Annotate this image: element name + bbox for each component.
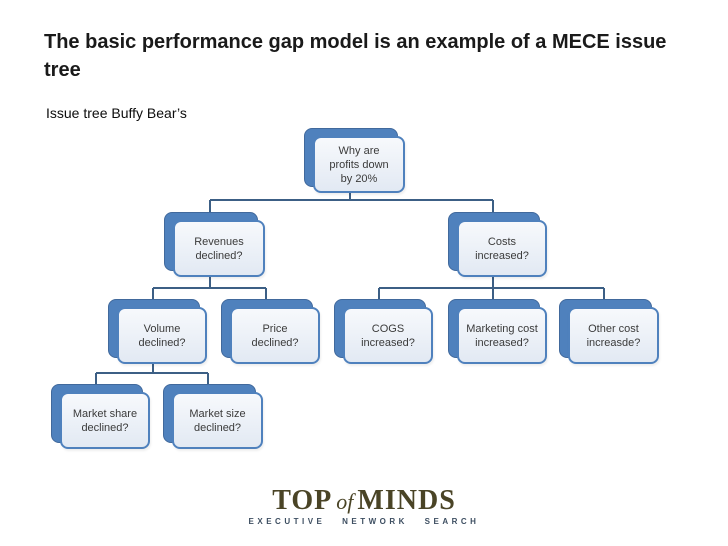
slide-title: The basic performance gap model is an ex… — [44, 31, 667, 81]
node-front-shape: Other cost increasde? — [568, 307, 659, 364]
node-front-shape: Marketing cost increased? — [457, 307, 547, 364]
tree-node-root: Why are profits down by 20% — [304, 128, 405, 193]
tree-node-market-size: Market size declined? — [163, 384, 263, 449]
node-front-shape: Volume declined? — [117, 307, 207, 364]
node-front-shape: Revenues declined? — [173, 220, 265, 277]
tree-node-other-cost: Other cost increasde? — [559, 299, 659, 364]
node-front-shape: COGS increased? — [343, 307, 433, 364]
logo-word-top: TOP — [272, 485, 333, 516]
node-label: Other cost increasde? — [586, 322, 641, 349]
node-label: Market size declined? — [189, 407, 246, 434]
slide-subtitle: Issue tree Buffy Bear’s — [46, 105, 187, 121]
logo-word-of: of — [336, 489, 354, 514]
logo-word-minds: MINDS — [357, 485, 456, 516]
tree-node-cogs: COGS increased? — [334, 299, 433, 364]
node-label: Market share declined? — [72, 407, 138, 434]
tree-node-revenues: Revenues declined? — [164, 212, 265, 277]
node-label: Volume declined? — [138, 322, 186, 349]
connector-root-to-level2 — [209, 193, 494, 212]
node-front-shape: Why are profits down by 20% — [313, 136, 405, 193]
node-front-shape: Market share declined? — [60, 392, 150, 449]
node-label: Costs increased? — [475, 235, 529, 262]
tree-node-marketing-cost: Marketing cost increased? — [448, 299, 547, 364]
node-front-shape: Market size declined? — [172, 392, 263, 449]
tree-node-price: Price declined? — [221, 299, 320, 364]
connector-revenues-to-children — [152, 277, 267, 299]
logo-tagline: EXECUTIVE NETWORK SEARCH — [248, 517, 480, 526]
tree-node-costs: Costs increased? — [448, 212, 547, 277]
connector-costs-to-children — [378, 277, 605, 299]
node-label: COGS increased? — [361, 322, 415, 349]
tree-node-volume: Volume declined? — [108, 299, 207, 364]
tree-node-market-share: Market share declined? — [51, 384, 150, 449]
node-front-shape: Costs increased? — [457, 220, 547, 277]
node-label: Revenues declined? — [194, 235, 244, 262]
node-label: Why are profits down by 20% — [329, 144, 389, 185]
node-label: Marketing cost increased? — [466, 322, 538, 349]
connector-volume-to-children — [95, 364, 209, 384]
node-front-shape: Price declined? — [230, 307, 320, 364]
node-label: Price declined? — [251, 322, 299, 349]
